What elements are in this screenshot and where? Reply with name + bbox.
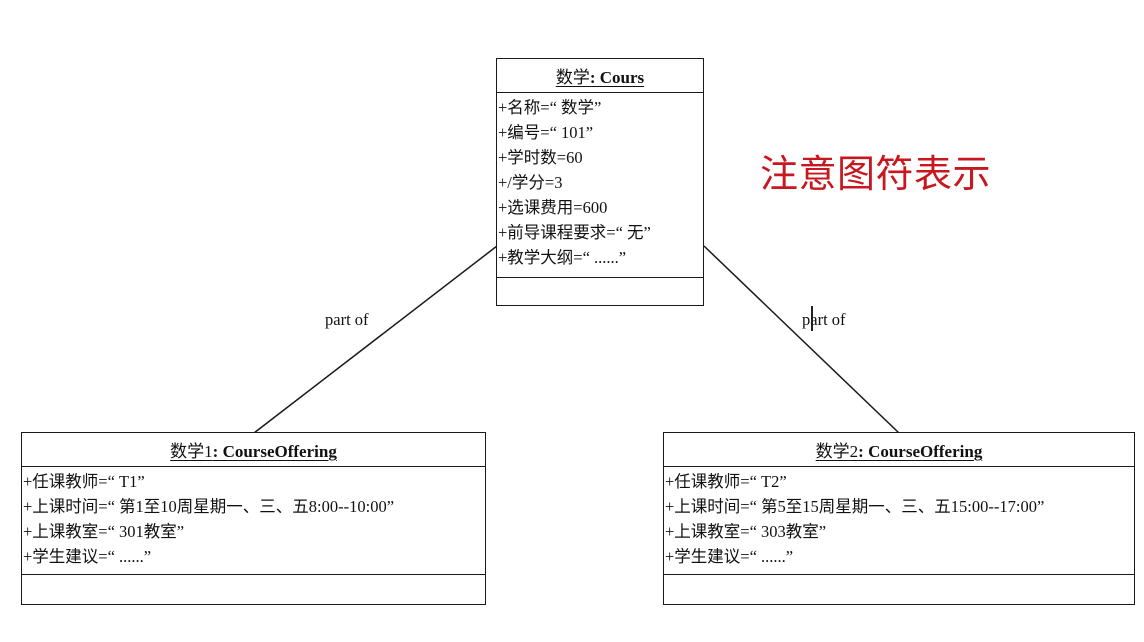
course-object-title: 数学: Cours [553, 63, 647, 88]
text-cursor-icon [811, 306, 813, 331]
attr-teacher: +任课教师=“ T1” [23, 472, 145, 491]
attr-class-time: +上课时间=“ 第5至15周星期一、三、五15:00--17:00” [665, 497, 1045, 516]
attr-fee: +选课费用=600 [498, 198, 608, 217]
offering-1-object-box[interactable]: 数学1: CourseOffering +任课教师=“ T1” +上课时间=“ … [21, 432, 486, 605]
attr-hours: +学时数=60 [498, 148, 583, 167]
offering-2-class: : CourseOffering [858, 442, 983, 461]
note-annotation: 注意图符表示 [760, 152, 992, 196]
offering-1-name: 数学1 [170, 442, 213, 461]
attr-credits: +/学分=3 [498, 173, 563, 192]
attr-teacher: +任课教师=“ T2” [665, 472, 787, 491]
link-course-to-offering-1 [253, 245, 498, 434]
attr-classroom: +上课教室=“ 303教室” [665, 522, 827, 541]
offering-1-class: : CourseOffering [212, 442, 337, 461]
course-object-class: : Cours [589, 68, 645, 87]
offering-2-header: 数学2: CourseOffering [664, 433, 1134, 467]
offering-2-title: 数学2: CourseOffering [813, 437, 986, 462]
attr-syllabus: +教学大纲=“ ......” [498, 248, 627, 267]
offering-2-operations [664, 575, 1134, 603]
attr-student-advice: +学生建议=“ ......” [665, 547, 794, 566]
offering-1-title: 数学1: CourseOffering [167, 437, 340, 462]
course-object-header: 数学: Cours [497, 59, 703, 93]
attr-classroom: +上课教室=“ 301教室” [23, 522, 185, 541]
attr-number: +编号=“ 101” [498, 123, 594, 142]
course-object-box[interactable]: 数学: Cours +名称=“ 数学” +编号=“ 101” +学时数=60 +… [496, 58, 704, 306]
attr-class-time: +上课时间=“ 第1至10周星期一、三、五8:00--10:00” [23, 497, 395, 516]
course-attributes: +名称=“ 数学” +编号=“ 101” +学时数=60 +/学分=3 +选课费… [497, 93, 703, 278]
offering-2-attributes: +任课教师=“ T2” +上课时间=“ 第5至15周星期一、三、五15:00--… [664, 467, 1134, 575]
attr-prerequisite: +前导课程要求=“ 无” [498, 223, 651, 242]
offering-2-name: 数学2 [815, 442, 859, 461]
offering-2-object-box[interactable]: 数学2: CourseOffering +任课教师=“ T2” +上课时间=“ … [663, 432, 1135, 605]
course-operations [497, 278, 703, 305]
attr-name: +名称=“ 数学” [498, 98, 602, 117]
offering-1-header: 数学1: CourseOffering [22, 433, 485, 467]
course-object-name: 数学 [555, 68, 590, 87]
link-course-to-offering-2 [703, 245, 900, 434]
offering-1-operations [22, 575, 485, 603]
part-of-label-right: part of [802, 310, 846, 329]
part-of-label-left: part of [325, 310, 369, 329]
attr-student-advice: +学生建议=“ ......” [23, 547, 152, 566]
offering-1-attributes: +任课教师=“ T1” +上课时间=“ 第1至10周星期一、三、五8:00--1… [22, 467, 485, 575]
